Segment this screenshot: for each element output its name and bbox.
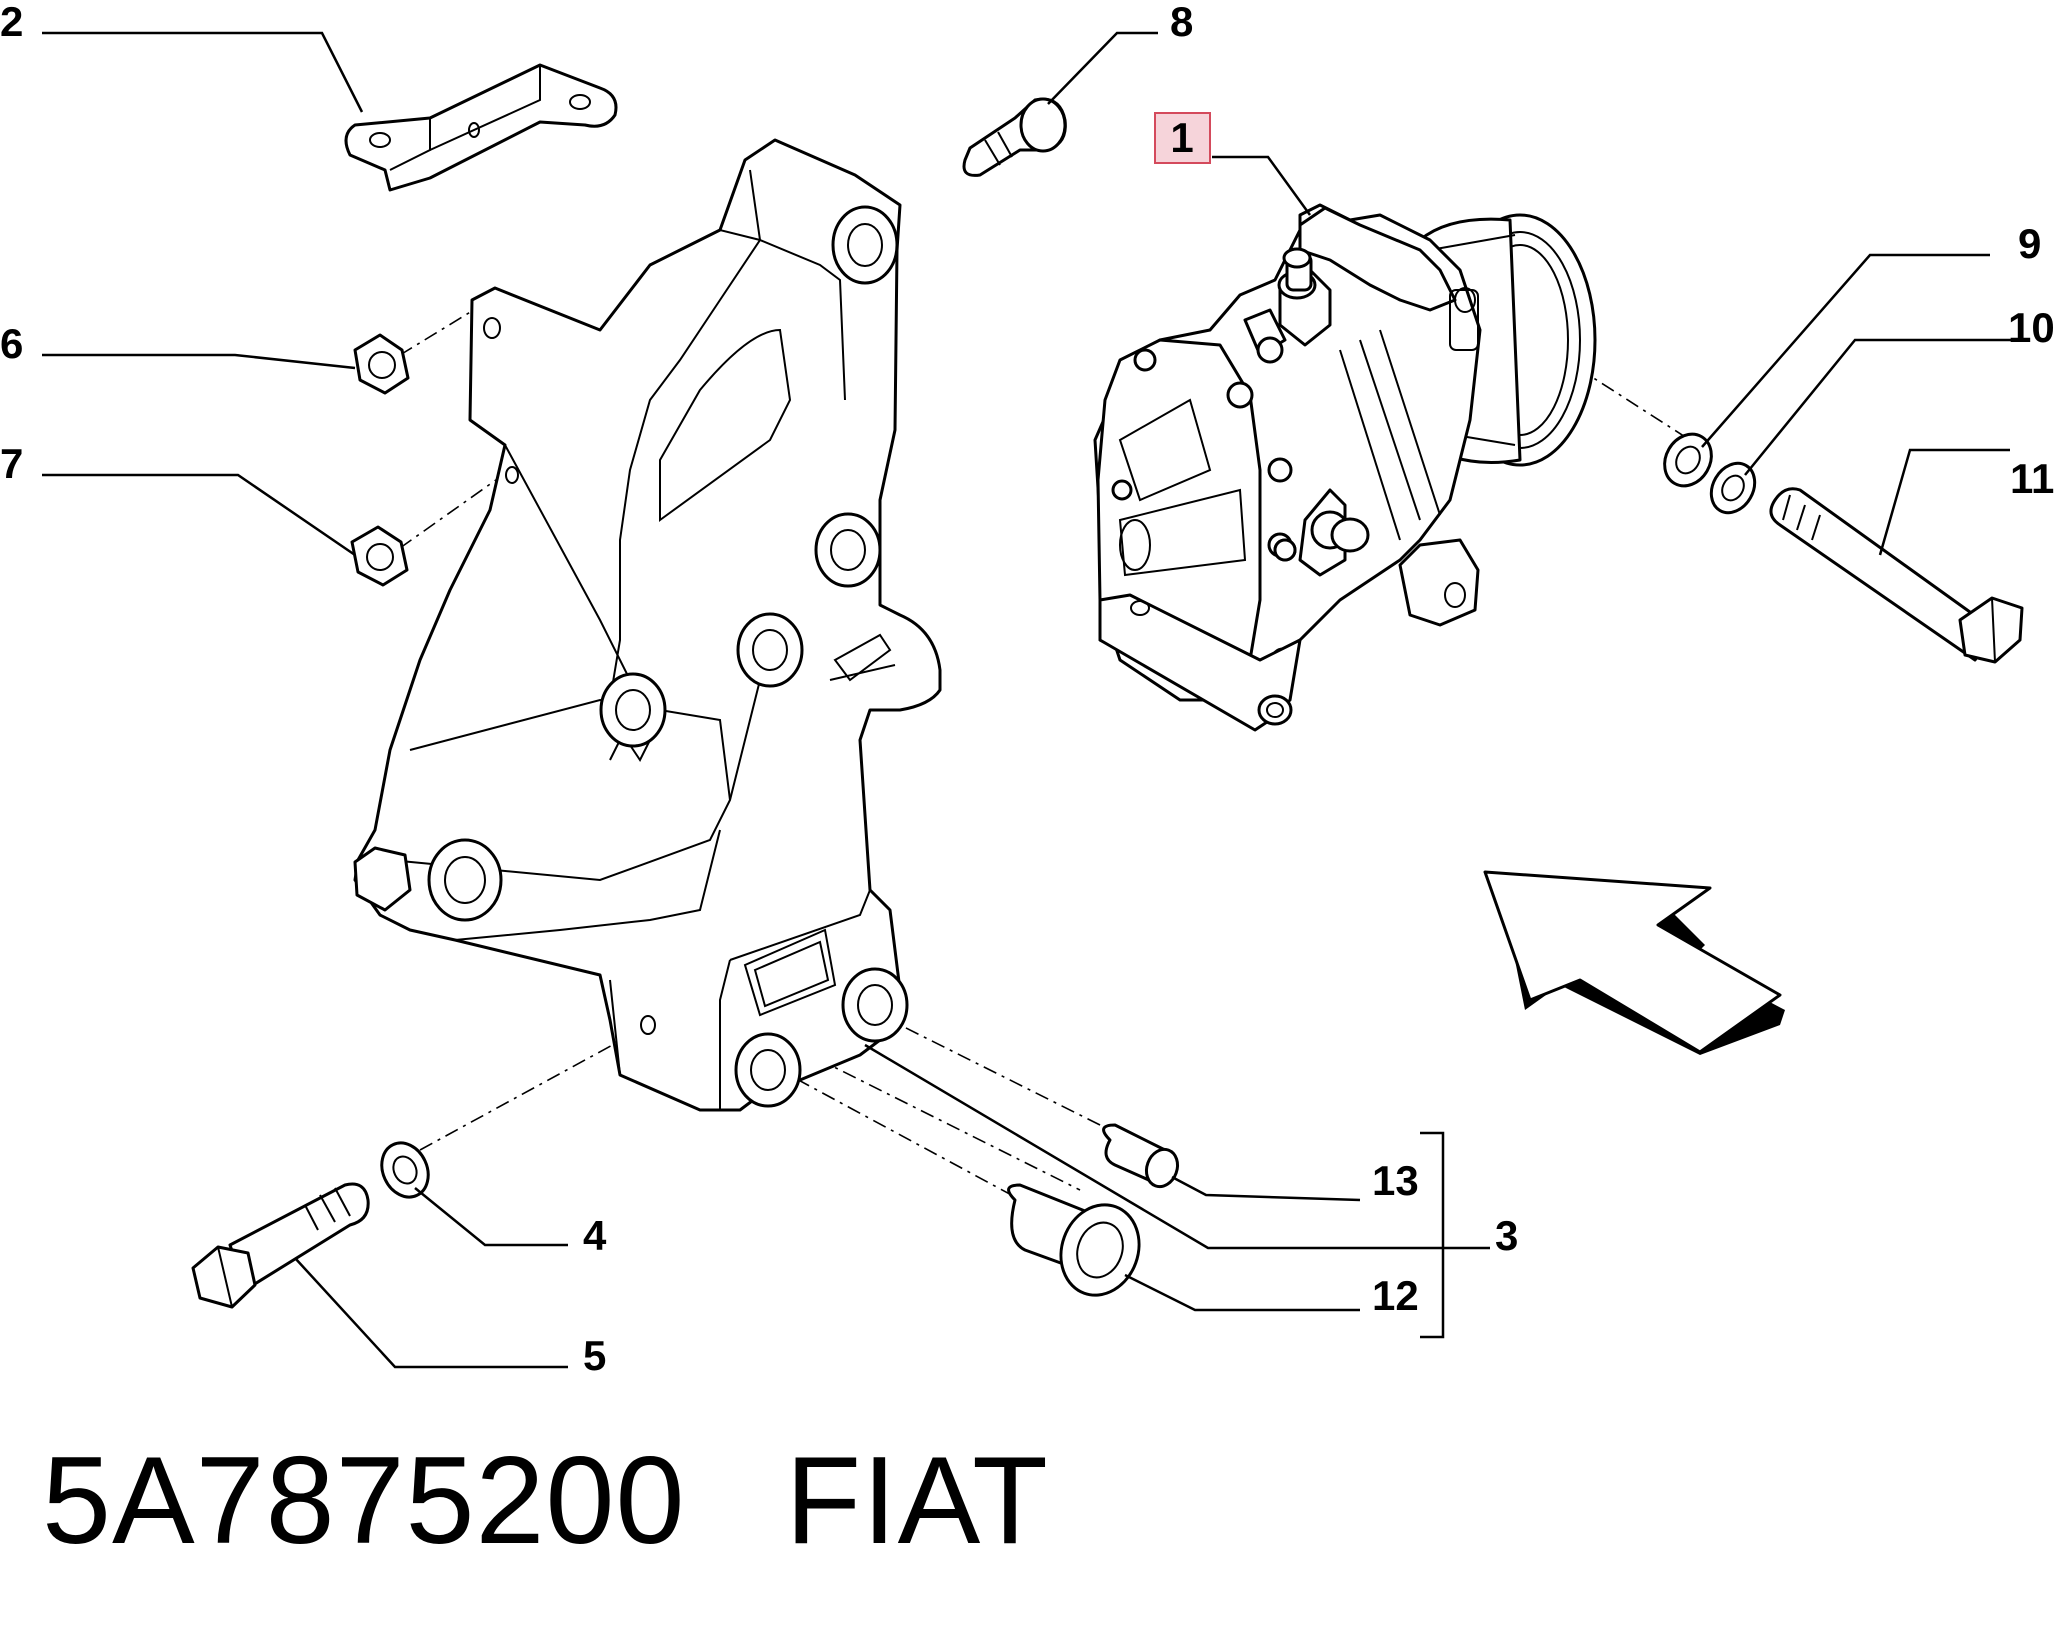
callout-7: 7 xyxy=(0,440,23,487)
callout-6: 6 xyxy=(0,320,23,367)
mounting-bracket-casting xyxy=(353,138,942,1112)
part-11-long-bolt xyxy=(1769,487,2024,664)
callout-1: 1 xyxy=(1170,114,1193,161)
callout-11: 11 xyxy=(2010,455,2054,502)
callout-4: 4 xyxy=(583,1212,607,1259)
callout-5: 5 xyxy=(583,1332,606,1379)
callout-12: 12 xyxy=(1372,1272,1419,1319)
brand-name: FIAT xyxy=(785,1432,1049,1570)
part-10-washer xyxy=(1709,461,1757,515)
callout-8: 8 xyxy=(1170,0,1193,45)
callout-3: 3 xyxy=(1495,1212,1518,1259)
callout-1-highlight-box xyxy=(1154,112,1211,164)
callout-13: 13 xyxy=(1372,1157,1419,1204)
part-9-washer xyxy=(1663,432,1713,488)
callout-2: 2 xyxy=(0,0,23,45)
callout-9: 9 xyxy=(2018,220,2041,267)
part-5-bolt xyxy=(191,1182,370,1309)
direction-arrow xyxy=(1483,870,1785,1055)
callout-labels: 1 2 8 6 7 9 10 11 13 3 12 4 5 xyxy=(0,0,2055,1379)
part-number: 5A7875200 xyxy=(42,1432,686,1570)
callout-10: 10 xyxy=(2008,304,2055,351)
part-1-compressor xyxy=(1093,203,1597,732)
part-12-flanged-bushing xyxy=(1007,1183,1141,1297)
part-reference-footer: 5A7875200 FIAT xyxy=(42,1430,1049,1572)
part-2-bracket xyxy=(344,63,618,192)
leader-lines xyxy=(42,31,2028,1369)
part-7-nut xyxy=(350,525,409,587)
part-4-washer xyxy=(380,1141,430,1199)
part-6-nut xyxy=(353,333,410,395)
part-8-bolt xyxy=(962,97,1067,177)
part-13-bushing xyxy=(1102,1123,1180,1189)
